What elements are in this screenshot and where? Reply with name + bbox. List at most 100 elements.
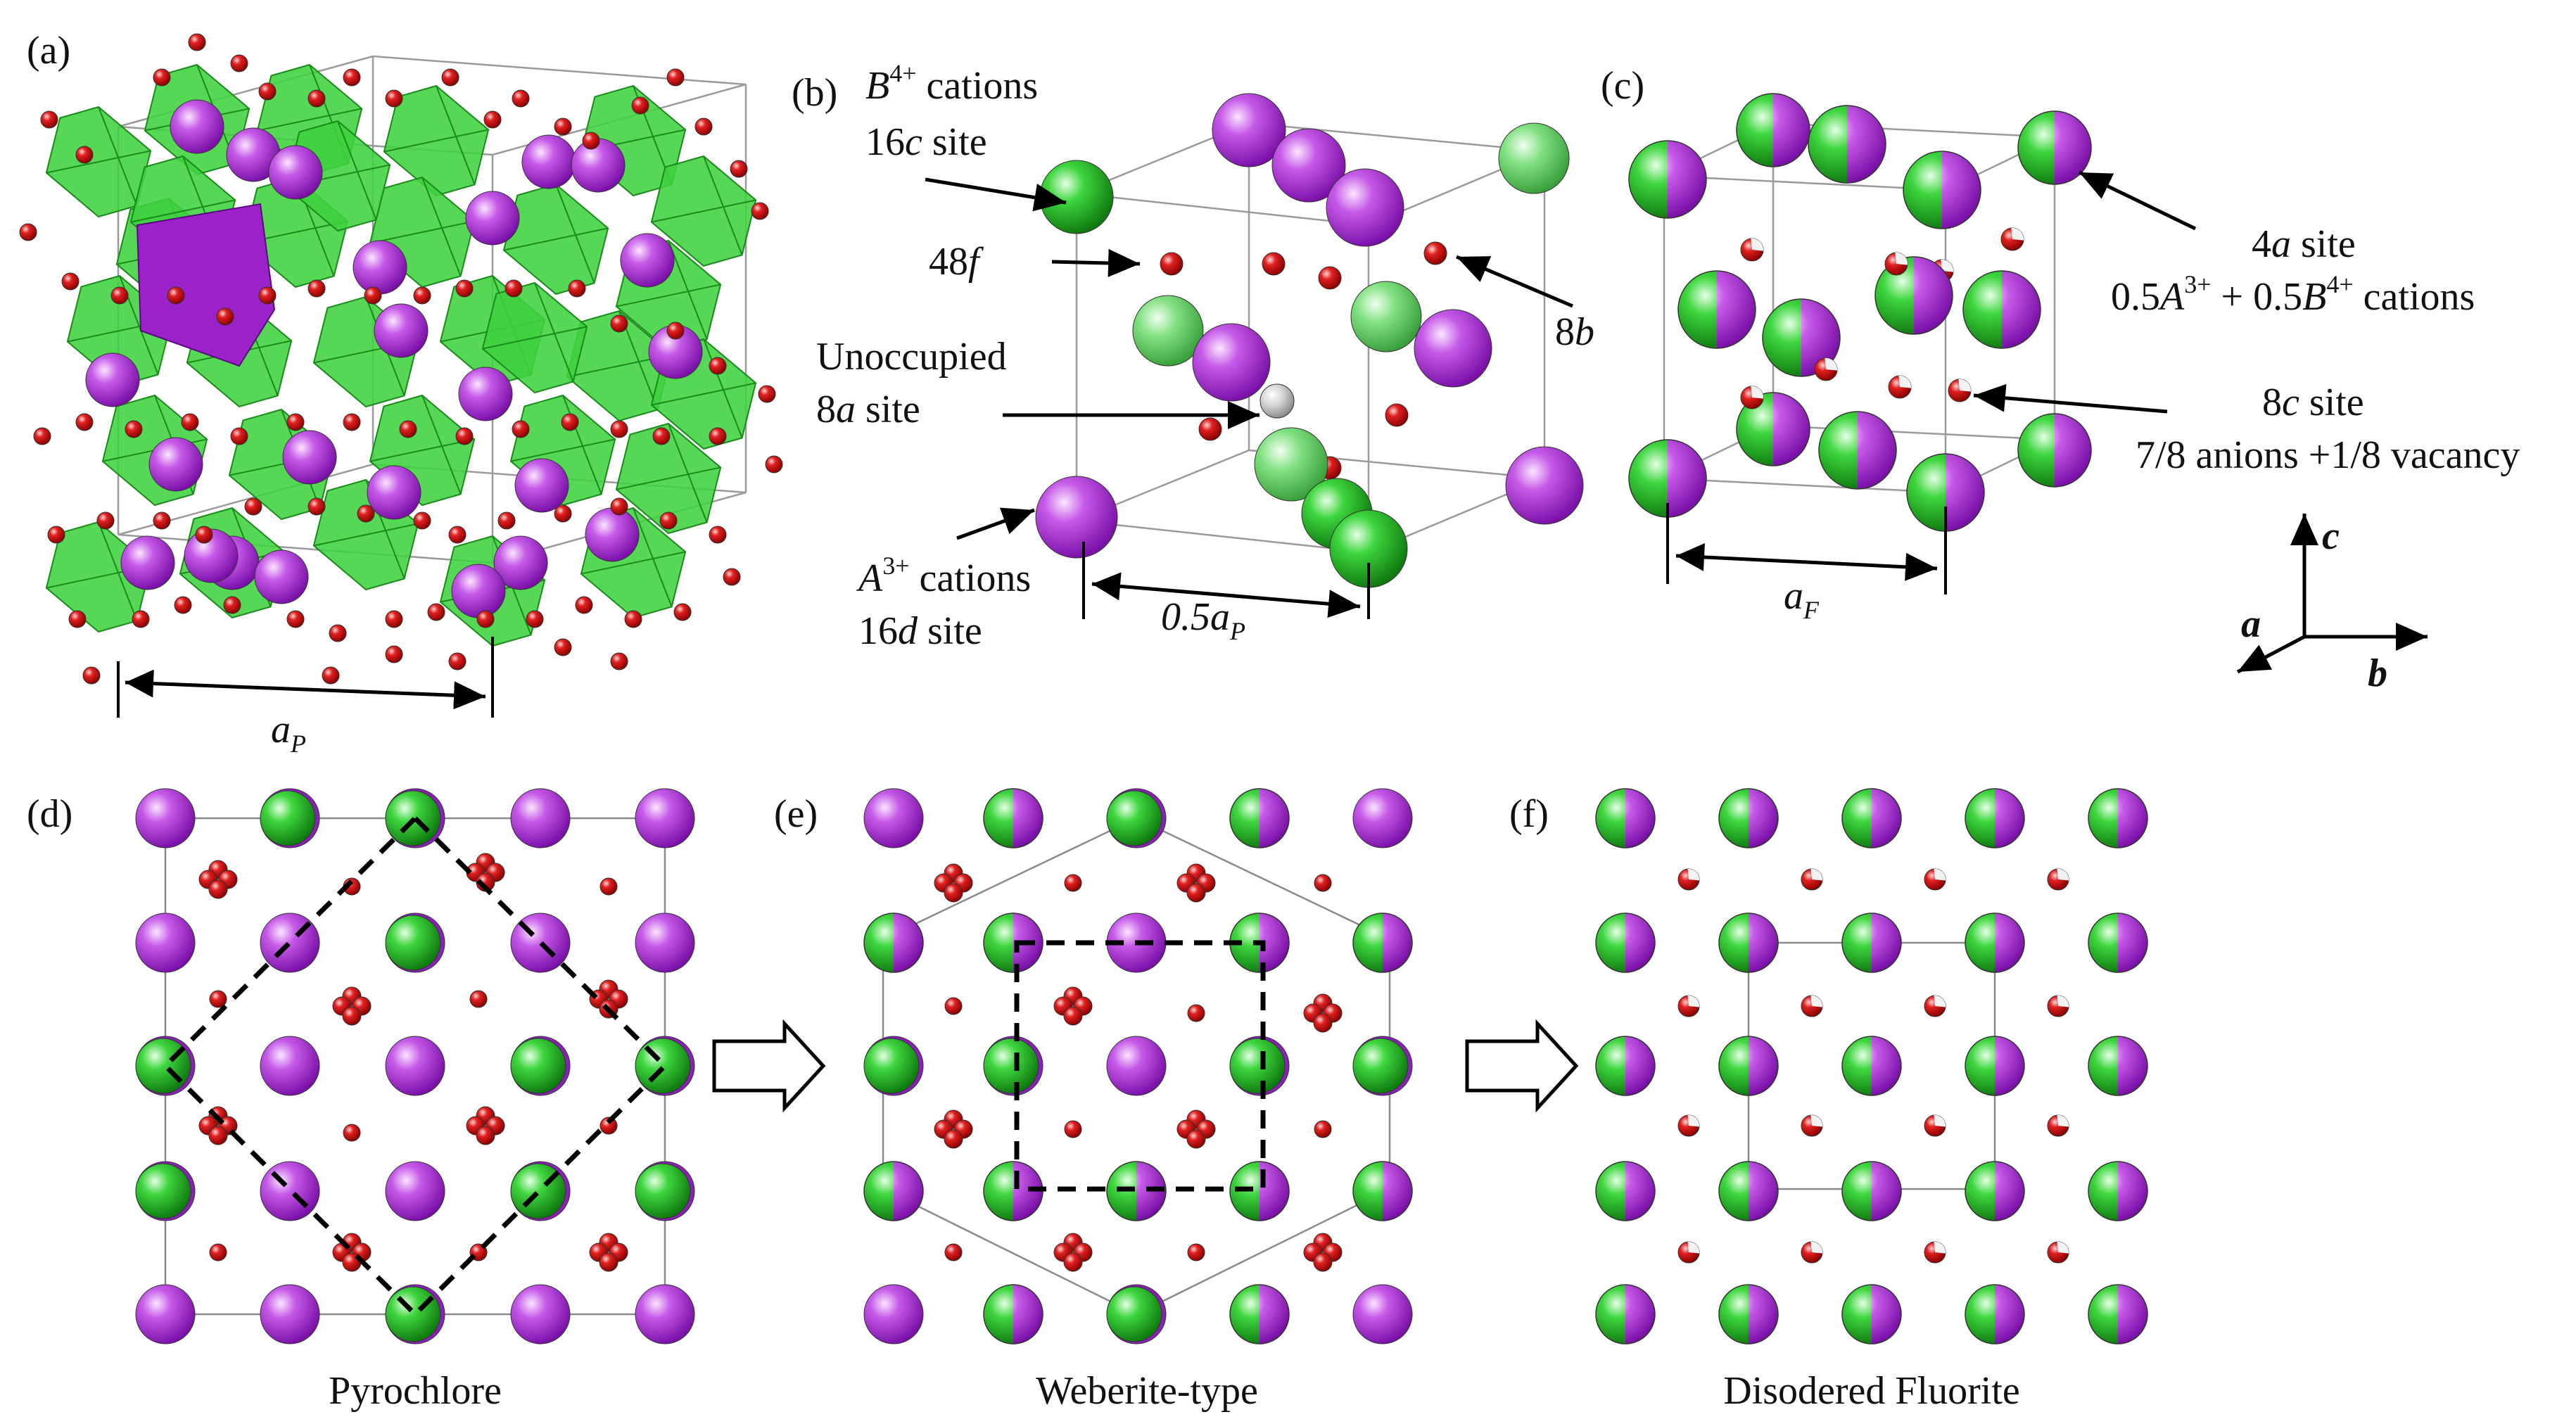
anion-atom (1187, 1004, 1205, 1022)
arrow-48f (1051, 248, 1141, 277)
oxygen-atom (505, 279, 523, 298)
oxygen-atom (75, 146, 94, 164)
oxygen-atom (61, 272, 80, 291)
oxygen-atom (610, 652, 628, 670)
oxygen-atom (286, 610, 305, 628)
oxygen-atom (610, 420, 628, 438)
vacancy-wedge (1810, 1241, 1823, 1254)
anion-cluster-atom (1313, 1252, 1333, 1272)
oxygen-atom (652, 427, 671, 445)
af-label: aF (1784, 574, 1820, 624)
anion-atom (1314, 874, 1332, 892)
mixed-cation (2088, 1284, 2148, 1344)
oxygen-atom (413, 511, 431, 530)
oxygen-atom (455, 427, 474, 445)
panel-c-fluorite-cell: (c) 4a site 0.5A3+ + 0.5B4+ cations 8c s… (1601, 64, 2520, 624)
weberite-cell-dashed (1014, 940, 1266, 1192)
b-cation-atom (1229, 1038, 1286, 1094)
anion-atom (1314, 1120, 1332, 1138)
unoccupied-label: Unoccupied (816, 335, 1007, 379)
a-cation-atom (635, 1284, 695, 1344)
oxygen-atom (385, 89, 403, 108)
a-cation-atom (451, 564, 506, 618)
a-cation-atom (1414, 309, 1492, 388)
anion-atom (209, 990, 227, 1008)
oxygen-atom (167, 286, 185, 305)
b-cation-atom (1106, 1286, 1162, 1342)
anion-48f (1198, 417, 1222, 441)
a-cation-atom (135, 788, 196, 848)
mixed-cation (1718, 913, 1779, 973)
a-cation-atom (184, 528, 239, 583)
oxygen-atom (568, 279, 586, 298)
vacancy-wedge (1687, 1114, 1700, 1127)
a-cation-atom (254, 549, 309, 604)
panel-f-tag: (f) (1509, 792, 1549, 836)
anion-atom (599, 1117, 618, 1135)
f48-label: 48f (929, 240, 984, 284)
oxygen-atom (322, 666, 340, 685)
mixed-cation (1352, 913, 1413, 973)
anion-cluster-atom (1063, 1252, 1083, 1272)
vacancy-wedge (2057, 1241, 2069, 1254)
axis-a-label: a (2241, 602, 2261, 646)
oxygen-atom (307, 279, 326, 298)
a-cation-atom (120, 535, 175, 590)
oxygen-atom (153, 68, 171, 87)
oxygen-atom (758, 385, 776, 403)
a-cation-atom (135, 913, 196, 973)
panel-e-weberite-projection: (e) Weberite-type (774, 788, 1413, 1413)
oxygen-atom (673, 603, 692, 621)
a-cation-atom (585, 507, 640, 562)
arrow-4a (2078, 170, 2197, 231)
arrow-b-cation (925, 177, 1067, 212)
caption-weberite: Weberite-type (1036, 1369, 1258, 1413)
a-cation-atom (1271, 128, 1346, 203)
anion-atom (599, 877, 618, 896)
oxygen-atom (75, 413, 94, 431)
ap-label: aP (271, 708, 306, 758)
vacancy-wedge (1810, 1114, 1823, 1127)
vacancy-wedge (1934, 1241, 1946, 1254)
oxygen-atom (709, 427, 727, 445)
mixed-cation (1718, 1036, 1779, 1096)
vacancy-wedge (1934, 1114, 1946, 1127)
oxygen-atom (427, 603, 445, 621)
a-cation-atom (85, 352, 140, 407)
oxygen-atom (624, 610, 642, 628)
mixed-cation (1595, 1036, 1656, 1096)
a-cation-atom (458, 367, 513, 421)
site-8c-composition: 7/8 anions +1/8 vacancy (2136, 433, 2520, 477)
oxygen-atom (561, 413, 579, 431)
caption-disordered-fluorite: Disodered Fluorite (1723, 1369, 2019, 1413)
oxygen-atom (19, 223, 37, 241)
mixed-cation-back (1736, 392, 1810, 466)
a-cation-atom (260, 1284, 320, 1344)
transition-arrow-2 (1465, 1019, 1579, 1113)
oxygen-atom (610, 497, 628, 516)
oxygen-atom (666, 322, 685, 340)
oxygen-atom (526, 610, 544, 628)
vacancy-wedge (1895, 252, 1908, 265)
vacancy-wedge (1958, 379, 1972, 392)
anion-atom (1187, 1243, 1205, 1261)
oxygen-atom (659, 511, 678, 530)
mixed-cation (1874, 256, 1953, 335)
a-cation-atom (465, 191, 520, 246)
a-cation-atom (521, 134, 576, 189)
a-cation-atom (863, 788, 924, 848)
oxygen-atom (497, 511, 516, 530)
oxygen-atom (307, 497, 326, 516)
a-cation-atom (514, 458, 569, 513)
a-cation-atom (1106, 1036, 1167, 1096)
oxygen-atom (110, 286, 129, 305)
arrow-a-cation (956, 507, 1035, 540)
a-cation-atom (385, 1161, 445, 1221)
mixed-cation (1965, 913, 2025, 973)
oxygen-atom (125, 420, 143, 438)
panel-f-fluorite-projection: (f) Disodered Fluorite (1509, 788, 2148, 1413)
mixed-cation (863, 913, 924, 973)
axis-b-label: b (2368, 651, 2387, 695)
oxygen-atom (765, 455, 783, 473)
a-cation-atom (135, 1284, 196, 1344)
